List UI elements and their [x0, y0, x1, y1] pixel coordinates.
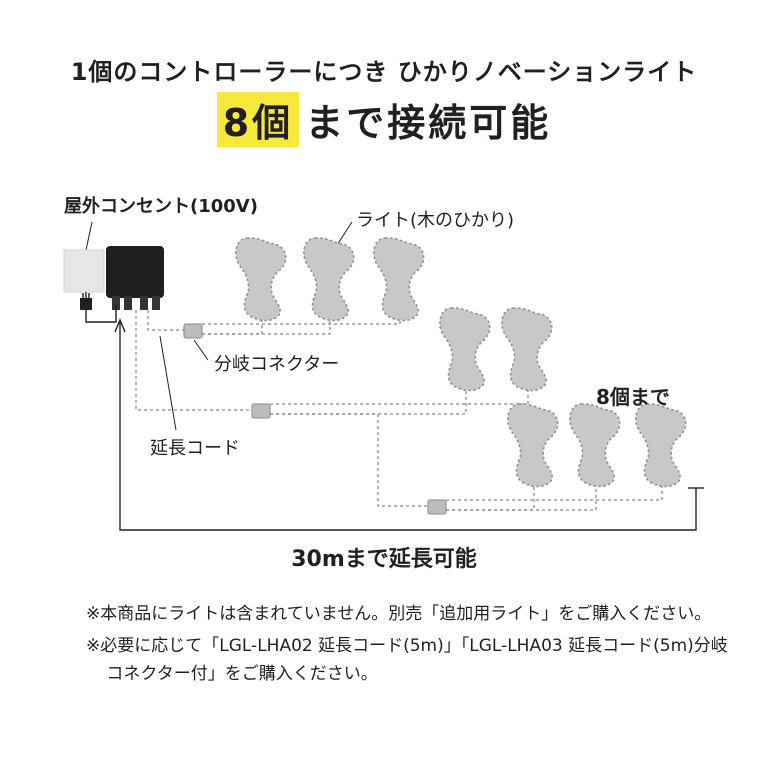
light-8	[635, 403, 687, 488]
extension-leader-line	[159, 335, 177, 431]
heading-line2-rest: まで接続可能	[305, 101, 552, 145]
connection-diagram: 屋外コンセント(100V) ライト(木のひかり) 分岐コネクター 延長コード	[63, 195, 704, 572]
controller-port-4	[152, 296, 160, 310]
length-arrow-left	[114, 318, 126, 333]
controller-port-1	[112, 296, 120, 310]
light-7	[569, 403, 621, 488]
light-6	[507, 403, 559, 488]
count-highlight: 8個	[216, 92, 300, 147]
light-4	[439, 307, 491, 392]
light-5	[501, 307, 553, 392]
light-3	[373, 237, 425, 322]
branch-connector-1	[183, 323, 203, 339]
notes: ※本商品にライトは含まれていません。別売「追加用ライト」をご購入ください。 ※必…	[86, 600, 736, 692]
cord-to-branch-3	[270, 413, 428, 507]
cord-branch-2-top	[270, 388, 529, 405]
cord-branch-3-top	[446, 484, 663, 501]
branch-connector-2	[251, 403, 271, 419]
controller-port-3	[140, 296, 148, 310]
light-1	[235, 237, 287, 322]
note-1: ※本商品にライトは含まれていません。別売「追加用ライト」をご購入ください。	[86, 604, 712, 624]
heading-line1: 1個のコントローラーにつき ひかりノベーションライト	[70, 58, 698, 86]
heading-line2: 8個まで接続可能	[0, 92, 768, 147]
controller	[106, 246, 164, 298]
controller-port-2	[124, 296, 132, 310]
cord-to-branch-1	[147, 310, 186, 331]
note-2: ※必要に応じて「LGL-LHA02 延長コード(5m)」「LGL-LHA03 延…	[86, 636, 728, 684]
outlet-leader-line	[85, 221, 93, 251]
extension-cords	[135, 310, 663, 511]
branch-connector-label: 分岐コネクター	[214, 354, 339, 375]
cord-branch-1-top	[202, 318, 401, 325]
cord-branch-1-left	[202, 318, 263, 335]
light-2	[303, 237, 355, 322]
power-plug	[80, 298, 92, 310]
cord-branch-2-mid	[270, 388, 467, 415]
length-bracket	[119, 322, 697, 531]
max-length-label: 30mまで延長可能	[291, 546, 477, 572]
cord-branch-3-left	[446, 484, 535, 511]
outlet-label: 屋外コンセント(100V)	[64, 195, 258, 217]
lights-label: ライト(木のひかり)	[356, 210, 514, 231]
branch-leader-line	[193, 339, 209, 361]
extension-cord-label: 延長コード	[150, 438, 240, 459]
outdoor-outlet	[63, 249, 105, 293]
cord-branch-3-mid	[446, 484, 597, 511]
max-count-label: 8個まで	[596, 385, 670, 409]
branch-connector-3	[427, 499, 447, 515]
